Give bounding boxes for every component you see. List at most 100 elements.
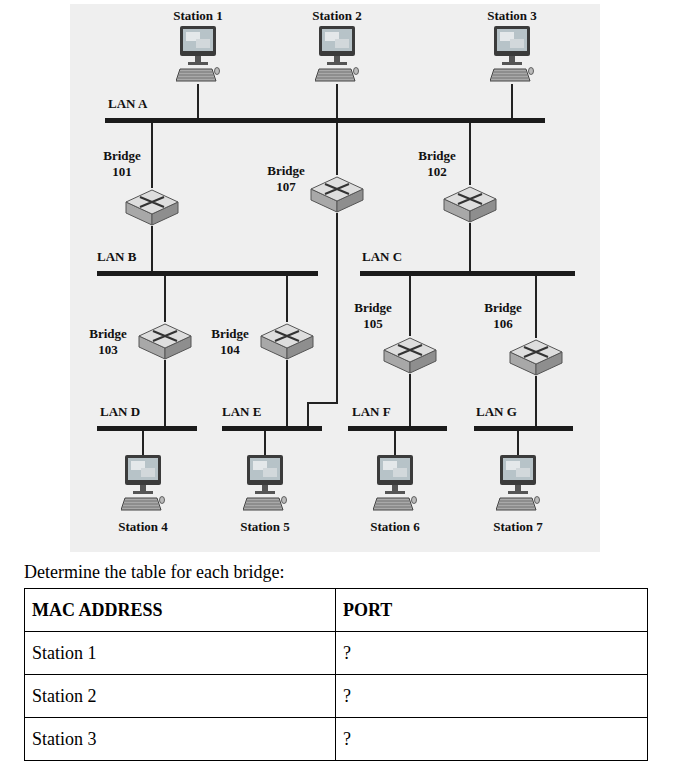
key-row [179,75,213,76]
key-row [375,507,411,508]
lan-link [308,213,337,426]
screen [322,29,352,51]
bridge-symbol [458,194,482,204]
bridge-icon [125,188,179,226]
mouse [354,68,359,75]
station-label: Station 5 [225,519,305,535]
lan-link [469,123,471,185]
lan-link [336,123,338,175]
figure-ground [70,4,600,552]
lan-segment: LAN C [360,271,575,276]
bridge-top [384,338,436,362]
mouse [215,68,220,75]
monitor [180,26,216,56]
bridge-device: Bridge 104 [260,322,314,360]
monitor [319,26,355,56]
screen [250,458,280,480]
screen-window [393,468,407,477]
lan-segment: LAN A [105,118,545,123]
table-header: MAC ADDRESS [25,589,336,632]
screen-window [263,468,277,477]
lan-label: LAN C [362,249,402,265]
screen-window [516,468,530,477]
bridge-icon [310,175,364,213]
bridge-top [261,324,313,348]
bridge-top [126,190,178,214]
lan-link [197,84,199,118]
lan-link [511,84,513,118]
lan-label: LAN D [100,404,140,420]
mouse [282,497,287,504]
key-row [377,501,409,502]
lan-link [535,376,537,426]
key-row [492,78,528,79]
key-row [245,507,281,508]
monitor-base [255,491,275,494]
computer-icon [176,26,220,84]
station-computer: Station 4 [121,455,165,513]
bridge-icon [260,322,314,360]
station-computer: Station 2 [315,26,359,84]
lan-segment: LAN G [474,426,573,431]
monitor-stand [515,485,521,491]
keyboard [373,498,413,510]
bridge-device: Bridge 105 [383,336,437,374]
station-computer: Station 6 [373,455,417,513]
screen-window [196,39,210,48]
bridge-top [444,187,496,211]
monitor-stand [140,485,146,491]
computer-icon [315,26,359,84]
key-row [494,72,526,73]
screen [503,458,533,480]
bridge-table: MAC ADDRESSPORTStation 1?Station 2?Stati… [24,588,648,761]
lan-link [336,84,338,118]
lan-link [394,431,396,455]
key-row [318,75,352,76]
lan-link [286,360,288,426]
computer-icon [373,455,417,513]
bridge-top [510,340,562,364]
monitor-stand [195,56,201,62]
monitor [125,455,161,485]
bridge-label: Bridge 107 [264,163,308,195]
bridge-symbol [524,347,548,357]
lan-label: LAN B [97,249,136,265]
table-cell: ? [336,718,648,761]
station-computer: Station 3 [490,26,534,84]
bridge-device: Bridge 106 [509,338,563,376]
table-row: Station 1? [25,632,648,675]
key-row [493,75,527,76]
lan-link [264,431,266,455]
monitor [494,26,530,56]
key-row [246,504,280,505]
lan-link [286,276,288,322]
lan-link [164,360,166,426]
bridge-symbol [140,197,164,207]
station-computer: Station 1 [176,26,220,84]
table-cell: Station 2 [25,675,336,718]
bridge-symbol [153,331,177,341]
monitor-stand [509,56,515,62]
bridge-symbol [325,184,349,194]
bridge-icon [509,338,563,376]
station-label: Station 3 [472,8,552,24]
lan-label: LAN G [476,404,517,420]
table-cell: Station 3 [25,718,336,761]
lan-link [151,123,153,188]
screen-window [510,39,524,48]
station-label: Station 1 [158,8,238,24]
mouse [160,497,165,504]
bridge-device: Bridge 107 [310,175,364,213]
computer-icon [121,455,165,513]
table-row: Station 2? [25,675,648,718]
key-row [500,501,532,502]
monitor-base [385,491,405,494]
lan-link [535,276,537,338]
monitor-stand [334,56,340,62]
screen [497,29,527,51]
lan-link [409,374,411,426]
monitor-base [133,491,153,494]
table-row: Station 3? [25,718,648,761]
mouse [535,497,540,504]
bridge-label: Bridge 103 [84,326,132,358]
